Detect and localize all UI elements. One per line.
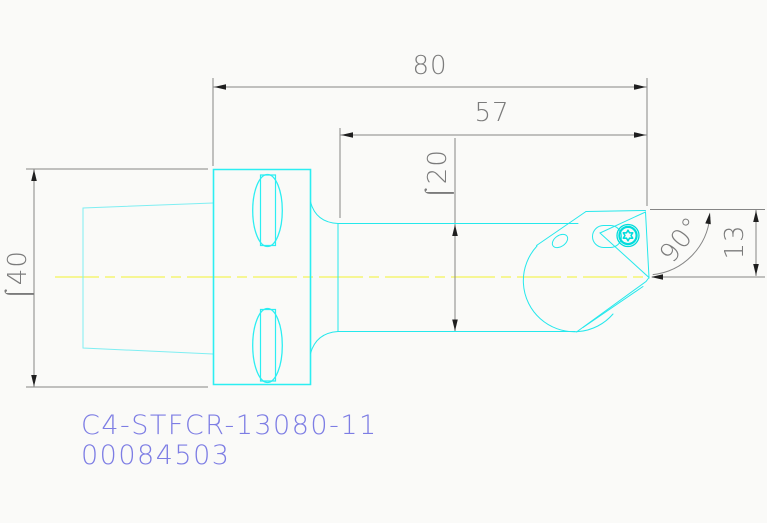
arrow-13-down xyxy=(753,264,759,276)
screw-head-circle xyxy=(618,225,638,246)
arrow-d40-down xyxy=(31,375,37,387)
dimension-arrows xyxy=(31,84,759,387)
torx-star-icon xyxy=(622,229,634,242)
item-number-text: 00084503 xyxy=(81,440,231,471)
dim-functional-length: 57 xyxy=(474,98,510,128)
head-bottom-slope-inner xyxy=(582,286,644,328)
arrow-d20-up xyxy=(452,224,458,236)
arrow-57-left xyxy=(341,132,353,138)
clamp-slot-upper xyxy=(252,173,283,248)
coolant-hole xyxy=(551,233,569,249)
arrow-90-arc xyxy=(705,212,711,225)
clamp-slot-upper-window xyxy=(259,174,277,247)
arrow-13-up xyxy=(753,210,759,222)
arrow-80-left xyxy=(214,84,226,90)
head-bottom-slope-outer xyxy=(576,277,650,333)
dimension-lines xyxy=(26,78,765,388)
arrow-80-right xyxy=(634,84,646,90)
pocket-slot xyxy=(592,225,622,248)
tool-geometry xyxy=(82,168,650,386)
angle-arc-90 xyxy=(652,216,711,276)
dim-shank-diameter: ⌠40 xyxy=(3,250,33,302)
dim-insert-size: 13 xyxy=(720,224,750,260)
fillet-top xyxy=(310,201,339,224)
cutting-insert xyxy=(599,211,650,279)
part-number-text: C4-STFCR-13080-11 xyxy=(81,410,378,441)
screw-outer-circle xyxy=(616,223,640,248)
arrow-57-right xyxy=(634,132,646,138)
head-round-arc xyxy=(522,245,614,333)
head-top-edge xyxy=(585,210,646,212)
clamp-slot-lower-window xyxy=(259,308,277,382)
torx-screw-icon xyxy=(616,223,640,248)
flange-outline xyxy=(212,168,312,386)
arrow-d40-up xyxy=(31,169,37,181)
head-outline xyxy=(522,210,650,333)
head-chamfer xyxy=(536,211,587,246)
dim-bar-diameter: ⌠20 xyxy=(423,149,453,201)
dim-overall-length: 80 xyxy=(412,51,448,81)
shank-outline xyxy=(82,202,214,355)
clamp-slot-lower xyxy=(252,307,283,384)
fillet-bottom xyxy=(310,331,339,354)
arrow-d20-down xyxy=(452,319,458,331)
bar-outline xyxy=(310,201,579,354)
arrow-90-horizontal xyxy=(651,274,663,280)
